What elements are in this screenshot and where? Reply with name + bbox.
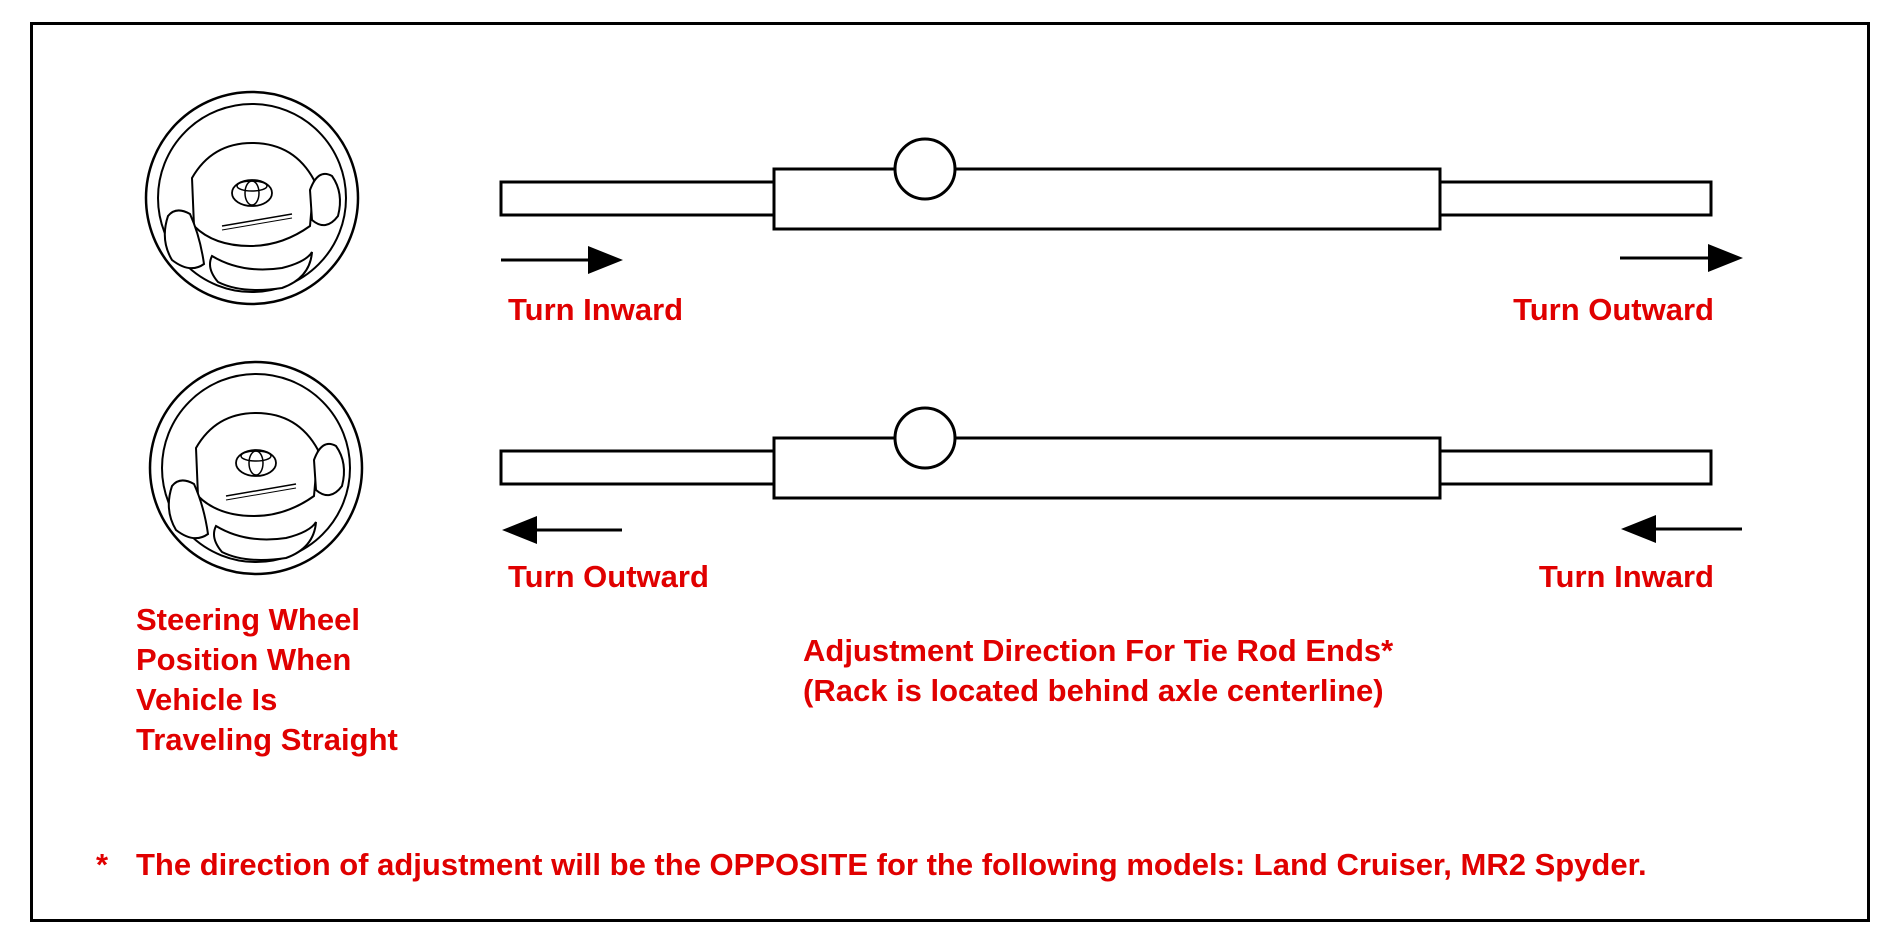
steering-caption-line-4: Traveling Straight bbox=[136, 722, 398, 757]
steering-caption-line-3: Vehicle Is bbox=[136, 682, 278, 717]
steering-rack-bottom bbox=[499, 406, 1713, 500]
arrow-left-icon bbox=[502, 516, 622, 544]
row1-right-label: Turn Outward bbox=[1513, 292, 1714, 327]
footnote-marker: * bbox=[96, 847, 109, 882]
row2-left-label: Turn Outward bbox=[508, 559, 709, 594]
arrow-right-icon bbox=[1620, 244, 1743, 272]
steering-wheel-icon bbox=[148, 360, 364, 576]
steering-caption-line-2: Position When bbox=[136, 642, 352, 677]
adjustment-title: Adjustment Direction For Tie Rod Ends* bbox=[803, 633, 1394, 668]
adjustment-subtitle: (Rack is located behind axle centerline) bbox=[803, 673, 1384, 708]
footnote-text: The direction of adjustment will be the … bbox=[136, 847, 1647, 882]
diagram-frame bbox=[30, 22, 1870, 922]
row2-right-label: Turn Inward bbox=[1538, 559, 1714, 594]
arrow-right-icon bbox=[501, 246, 623, 274]
steering-wheel-icon bbox=[144, 90, 360, 306]
row1-left-label: Turn Inward bbox=[508, 292, 684, 327]
steering-caption-line-1: Steering Wheel bbox=[136, 602, 360, 637]
arrow-left-icon bbox=[1621, 515, 1742, 543]
steering-rack-top bbox=[499, 137, 1713, 231]
